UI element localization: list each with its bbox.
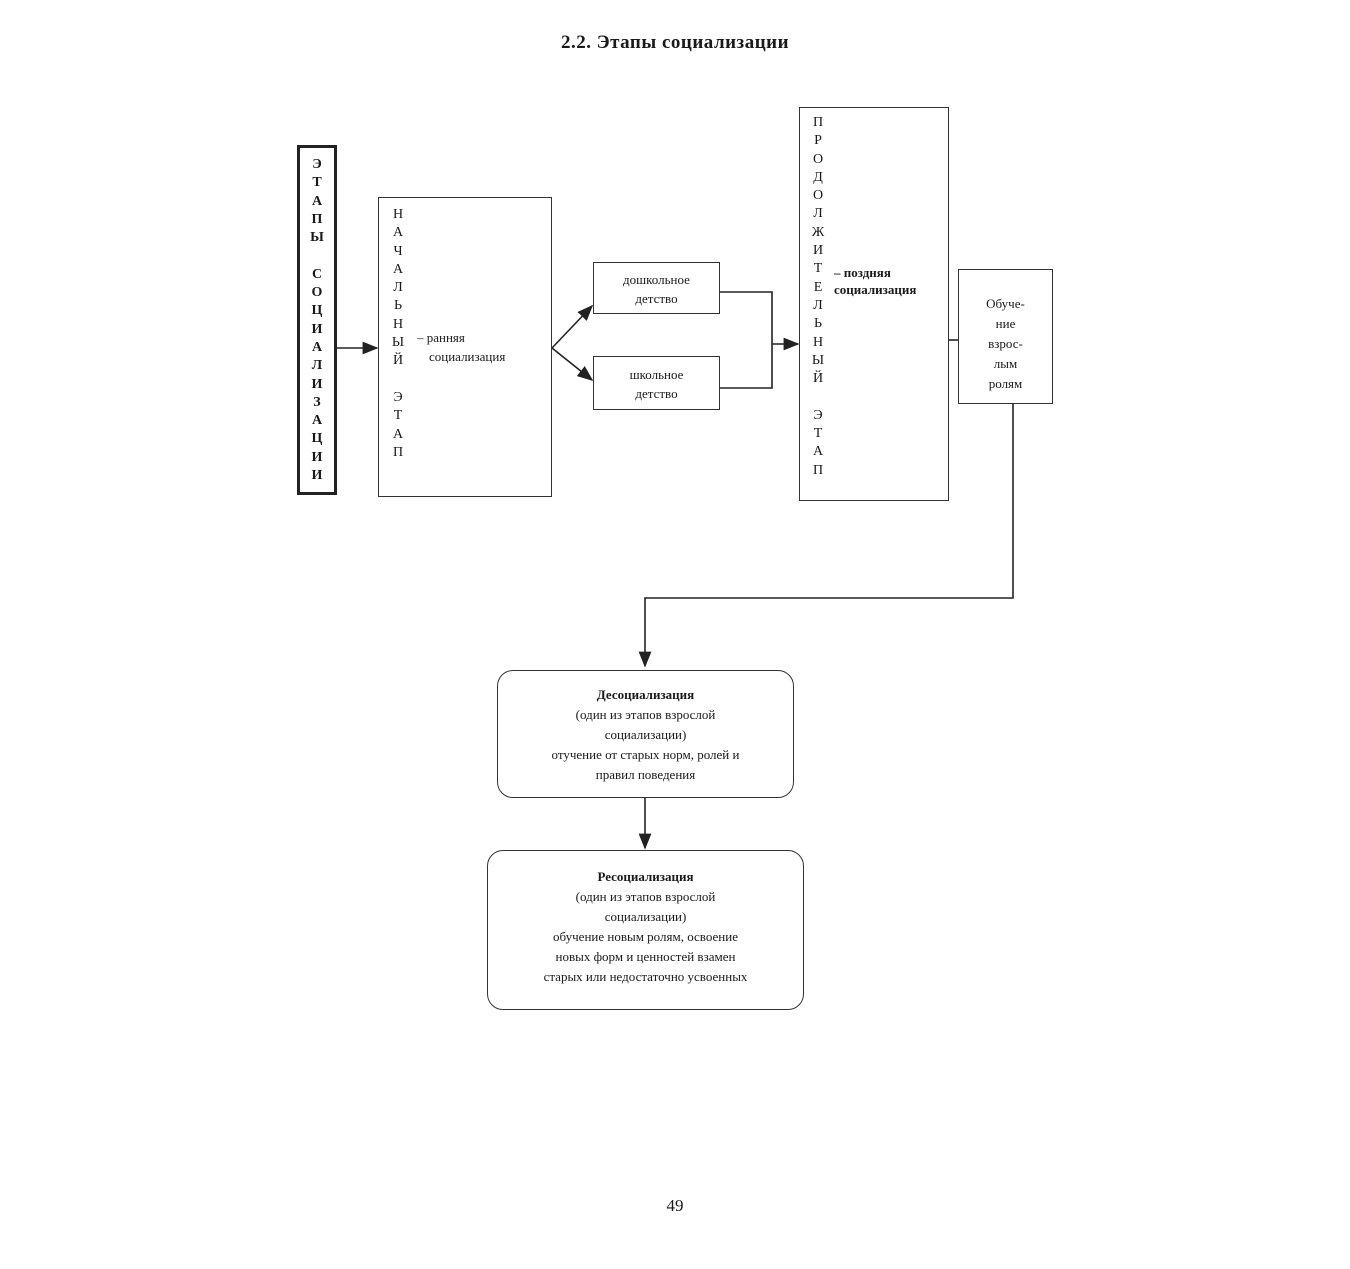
continuing-stage-letter: П: [812, 115, 824, 130]
desocialization-line-4: правил поведения: [595, 767, 696, 782]
adult-roles-line-4: лым: [993, 356, 1018, 371]
resocialization-line-1: (один из этапов взрослой: [575, 889, 716, 904]
adult-roles-line-1: Обуче-: [986, 296, 1025, 311]
stages-root-letter: А: [311, 193, 323, 209]
continuing-stage-letter: [816, 388, 820, 406]
continuing-stage-letter: Е: [813, 279, 823, 295]
continuing-stage-letter: Ь: [813, 316, 823, 332]
desocialization-heading: Десоциализация: [596, 687, 695, 702]
stages-root-letter: И: [311, 468, 323, 484]
resocialization-line-3: обучение новым ролям, освоение: [553, 929, 738, 944]
initial-stage-note: – ранняя социализация: [417, 328, 505, 366]
stages-root-letter: П: [311, 211, 323, 227]
continuing-note-line-1: – поздняя: [834, 265, 891, 280]
initial-stage-letter: Н: [392, 207, 404, 222]
desocialization-box: Десоциализация (один из этапов взрослой …: [497, 670, 794, 798]
stages-root-letter: Ц: [311, 303, 323, 319]
adult-roles-line-2: ние: [995, 316, 1016, 331]
stages-root-letter: А: [311, 413, 323, 429]
desocialization-line-2: социализации): [604, 727, 687, 742]
initial-stage-letter: А: [392, 261, 404, 277]
initial-stage-letter: Н: [392, 316, 404, 332]
continuing-stage-letter: Ы: [811, 352, 825, 368]
resocialization-box: Ресоциализация (один из этапов взрослой …: [487, 850, 804, 1010]
initial-stage-letter: А: [392, 225, 404, 241]
initial-stage-letter: П: [392, 444, 404, 460]
initial-stage-letter: [396, 371, 400, 389]
page-number: 49: [666, 1196, 684, 1215]
continuing-stage-letter: О: [812, 151, 824, 167]
adult-roles-box: Обуче- ние взрос- лым ролям: [958, 269, 1053, 404]
stages-root-letter: Ы: [310, 230, 324, 246]
page-title: 2.2. Этапы социализации: [560, 32, 790, 53]
continuing-stage-note: – поздняя социализация: [834, 264, 916, 298]
continuing-stage-letter: Д: [813, 169, 823, 185]
preschool-line-1: дошкольное: [623, 272, 690, 287]
preschool-box: дошкольное детство: [593, 262, 720, 314]
continuing-stage-letter: Т: [813, 261, 823, 277]
continuing-stage-letter: Л: [813, 297, 823, 313]
adult-roles-line-3: взрос-: [988, 336, 1023, 351]
arrow-initial-to-preschool: [551, 304, 594, 349]
school-line-2: детство: [635, 386, 678, 401]
initial-stage-letter: А: [392, 426, 404, 442]
stages-root-letter: Э: [312, 157, 322, 172]
stages-root-letter: С: [311, 266, 323, 282]
desocialization-line-1: (один из этапов взрослой: [575, 707, 716, 722]
stages-root-letter: Л: [311, 358, 323, 374]
initial-stage-letter: Ч: [393, 243, 403, 259]
continuing-stage-letter: А: [812, 444, 824, 460]
continuing-stage-letter: Й: [812, 371, 824, 387]
initial-stage-letter: Ь: [393, 298, 403, 314]
resocialization-heading: Ресоциализация: [597, 869, 694, 884]
stages-root-letter: Ц: [311, 431, 323, 447]
initial-note-line-2: социализация: [429, 349, 506, 364]
stages-root-letter: И: [311, 321, 323, 337]
initial-stage-letter: Э: [393, 389, 403, 405]
initial-stage-letter: Й: [392, 353, 404, 369]
continuing-stage-letter: Ж: [811, 224, 825, 240]
continuing-stage-letter: Н: [812, 334, 824, 350]
stages-root-letter: И: [311, 376, 323, 392]
bracket-childhood: [720, 291, 773, 389]
continuing-stage-letter: Л: [813, 206, 823, 222]
stages-root-letter: Т: [312, 175, 322, 191]
continuing-stage-letter: Э: [813, 407, 823, 423]
initial-stage-letter: Т: [393, 408, 403, 424]
preschool-line-2: детство: [635, 291, 678, 306]
desocialization-line-3: отучение от старых норм, ролей и: [551, 747, 740, 762]
continuing-stage-letter: П: [812, 462, 824, 478]
continuing-stage-letter: О: [812, 188, 824, 204]
arrow-initial-to-school: [551, 347, 594, 381]
continuing-stage-letter: Р: [814, 133, 822, 149]
continuing-stage-letter: Т: [813, 426, 823, 442]
stages-root-letter: З: [313, 394, 321, 410]
continuing-note-line-2: социализация: [834, 282, 917, 297]
stages-root-letter: О: [311, 285, 323, 301]
resocialization-line-2: социализации): [604, 909, 687, 924]
stages-root-letter: [315, 247, 319, 265]
adult-roles-line-5: ролям: [988, 376, 1023, 391]
stages-root-letter: А: [311, 339, 323, 355]
initial-note-line-1: – ранняя: [417, 330, 465, 345]
school-line-1: школьное: [629, 367, 684, 382]
initial-stage-letter: Л: [393, 280, 403, 296]
resocialization-line-4: новых форм и ценностей взамен: [555, 949, 736, 964]
initial-stage-letter: Ы: [391, 335, 405, 351]
continuing-stage-letter: И: [812, 243, 824, 259]
resocialization-line-5: старых или недостаточно усвоенных: [543, 969, 748, 984]
arrow-adult-to-desocialization: [638, 404, 1014, 668]
school-box: школьное детство: [593, 356, 720, 410]
stages-root-letter: И: [311, 449, 323, 465]
